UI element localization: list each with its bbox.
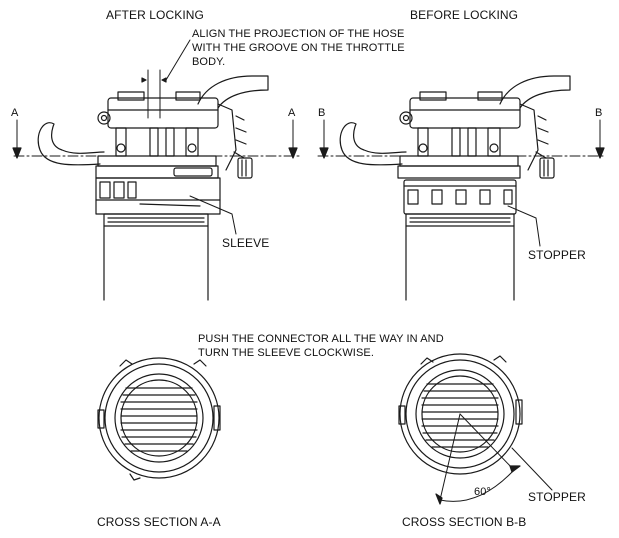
- section-mark-b-left: B: [318, 107, 326, 119]
- stopper-callout-bottom: STOPPER: [528, 490, 586, 504]
- stopper-callout-top: STOPPER: [528, 248, 586, 262]
- angle-label: 60°: [474, 486, 491, 498]
- cross-section-b-b-drawing: [398, 353, 553, 505]
- sleeve-callout: SLEEVE: [222, 236, 270, 250]
- align-note-line-2: WITH THE GROOVE ON THE THROTTLE: [192, 42, 405, 54]
- before-locking-title: BEFORE LOCKING: [410, 8, 519, 22]
- after-locking-assembly: [37, 39, 269, 301]
- section-mark-a-right: A: [288, 107, 296, 119]
- cross-section-a-a-drawing: [97, 357, 221, 481]
- section-mark-b-right: B: [595, 107, 603, 119]
- after-locking-title: AFTER LOCKING: [106, 8, 204, 22]
- cross-section-a-a-caption: CROSS SECTION A-A: [97, 515, 221, 529]
- cross-section-b-b-caption: CROSS SECTION B-B: [402, 515, 527, 529]
- align-note-line-1: ALIGN THE PROJECTION OF THE HOSE: [192, 28, 405, 40]
- section-line-a: [12, 119, 301, 159]
- align-note-line-3: BODY.: [192, 56, 226, 68]
- before-locking-assembly: [339, 75, 571, 301]
- push-note-line-2: TURN THE SLEEVE CLOCKWISE.: [198, 347, 374, 359]
- section-mark-a-left: A: [11, 107, 19, 119]
- push-note-line-1: PUSH THE CONNECTOR ALL THE WAY IN AND: [198, 333, 444, 345]
- section-line-b: [317, 119, 605, 159]
